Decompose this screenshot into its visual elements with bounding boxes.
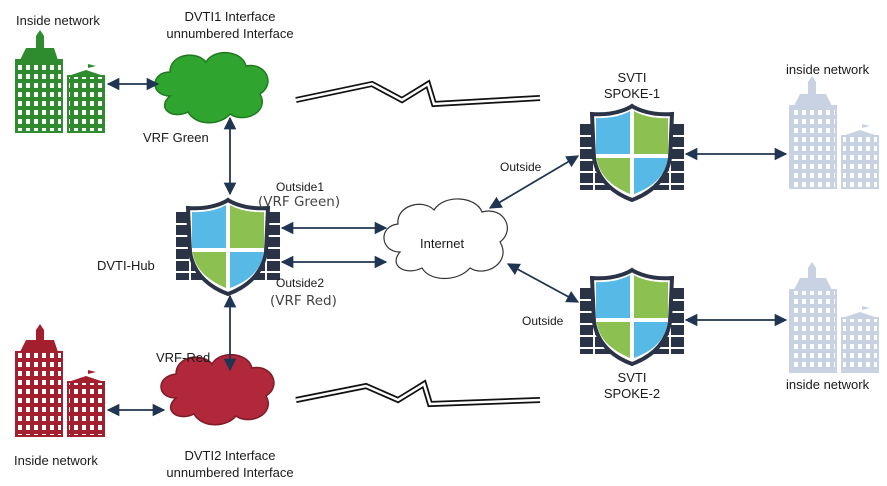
vrf-red-label: VRF-Red — [156, 350, 211, 365]
lightning-link-icon — [295, 379, 541, 408]
building-icon — [789, 262, 879, 373]
dvti-hub-label: DVTI-Hub — [97, 258, 155, 273]
firewall-shield-icon — [580, 267, 684, 367]
dvti2-unnumbered-label: unnumbered Interface — [166, 465, 294, 480]
spoke1-name-label: SPOKE-1 — [603, 86, 661, 101]
firewall-shield-icon — [176, 197, 280, 297]
spoke2-name-label: SPOKE-2 — [603, 386, 661, 401]
dvti1-interface-label: DVTI1 Interface — [184, 9, 276, 24]
dvti1-unnumbered-label: unnumbered Interface — [166, 26, 294, 41]
link-internet-spoke1 — [488, 155, 580, 209]
outside2-vrf-label: (VRF Red) — [270, 293, 337, 309]
outside1-label: Outside1 — [276, 180, 325, 194]
vrf-green-label: VRF Green — [143, 130, 209, 145]
internet-label: Internet — [420, 236, 465, 251]
dvti2-interface-label: DVTI2 Interface — [184, 448, 276, 463]
cloud-icon — [383, 198, 508, 280]
lightning-link-icon — [295, 79, 541, 108]
svti-spoke2-label: SVTI — [617, 370, 647, 385]
inside-network-green-label: Inside network — [16, 13, 100, 28]
outside2-label: Outside2 — [276, 276, 325, 290]
outside1-vrf-label: (VRF Green) — [258, 194, 341, 210]
spoke1-outside-label: Outside — [500, 160, 542, 174]
building-icon — [15, 30, 105, 133]
link-internet-spoke2 — [506, 263, 580, 303]
cloud-icon — [160, 354, 275, 426]
inside-network-spoke2-label: inside network — [786, 377, 870, 392]
svti-spoke1-label: SVTI — [617, 70, 647, 85]
spoke2-outside-label: Outside — [522, 314, 564, 328]
inside-network-spoke1-label: inside network — [786, 62, 870, 77]
inside-network-red-label: Inside network — [14, 453, 98, 468]
building-icon — [789, 76, 879, 189]
cloud-icon — [154, 52, 269, 124]
building-icon — [15, 324, 105, 437]
firewall-shield-icon — [580, 103, 684, 203]
